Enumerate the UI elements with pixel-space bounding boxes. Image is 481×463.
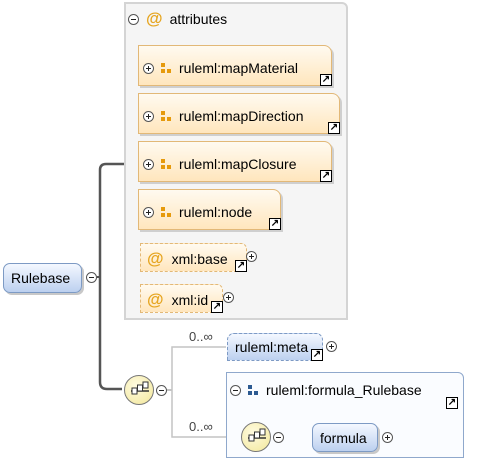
formula-element[interactable]: formula (312, 423, 378, 452)
link-arrow-icon[interactable]: ↗ (320, 74, 332, 86)
attribute-mapmaterial[interactable]: ruleml:mapMaterial ↗ (138, 45, 332, 86)
formula-sequence-compositor-icon[interactable] (241, 422, 271, 452)
link-arrow-icon[interactable]: ↗ (235, 260, 247, 272)
link-arrow-icon[interactable]: ↗ (320, 170, 332, 182)
attributes-branch-line (98, 162, 124, 277)
rulebase-collapse-icon[interactable] (86, 272, 97, 283)
formula-expand-icon[interactable] (382, 432, 393, 443)
attribute-label: ruleml:mapClosure (179, 156, 297, 172)
expand-icon[interactable] (143, 158, 154, 170)
meta-cardinality: 0..∞ (189, 329, 213, 344)
meta-label: ruleml:meta (235, 339, 309, 355)
formula-group-cardinality: 0..∞ (189, 419, 213, 434)
group-ref-icon (248, 384, 259, 396)
sequence-compositor-icon[interactable] (124, 375, 154, 405)
link-arrow-icon[interactable]: ↗ (328, 122, 340, 134)
formula-rulebase-header: ruleml:formula_Rulebase (230, 382, 422, 398)
attribute-label: xml:base (171, 251, 228, 267)
attribute-label: xml:id (171, 292, 209, 308)
meta-expand-icon[interactable] (326, 341, 337, 352)
rulebase-label: Rulebase (11, 270, 71, 286)
attribute-mapdirection[interactable]: ruleml:mapDirection ↗ (138, 93, 340, 134)
link-arrow-icon[interactable]: ↗ (311, 349, 323, 361)
sequence-compositor-glyph (131, 381, 149, 395)
attributes-group-label: attributes (169, 11, 228, 27)
attribute-xml-id[interactable]: @ xml:id ↗ (140, 284, 223, 313)
attribute-ref-icon (161, 110, 172, 122)
attributes-group-header: @ attributes (128, 9, 227, 29)
attribute-label: ruleml:mapMaterial (179, 60, 299, 76)
attribute-at-icon: @ (146, 9, 163, 28)
attribute-ref-icon (161, 62, 172, 74)
xml-base-expand-icon[interactable] (246, 251, 257, 262)
attribute-ref-icon (161, 206, 172, 218)
formula-label: formula (320, 429, 367, 446)
sequence-collapse-icon[interactable] (156, 385, 167, 396)
attribute-label: ruleml:node (179, 204, 253, 220)
attribute-mapclosure[interactable]: ruleml:mapClosure ↗ (138, 141, 332, 182)
formula-group-collapse-icon[interactable] (230, 384, 241, 396)
expand-icon[interactable] (143, 62, 154, 74)
formula-rulebase-label: ruleml:formula_Rulebase (266, 382, 422, 398)
formula-sequence-collapse-icon[interactable] (273, 432, 284, 443)
meta-branch-line (171, 346, 226, 390)
attribute-xml-base[interactable]: @ xml:base ↗ (140, 243, 247, 272)
attribute-label: ruleml:mapDirection (179, 108, 304, 124)
sequence-branch-line (98, 277, 122, 391)
attribute-ref-icon (161, 158, 172, 170)
attributes-collapse-icon[interactable] (128, 13, 139, 25)
link-arrow-icon[interactable]: ↗ (211, 301, 223, 313)
rulebase-element[interactable]: Rulebase (3, 263, 82, 293)
attribute-at-icon: @ (147, 249, 164, 268)
expand-icon[interactable] (143, 206, 154, 218)
link-arrow-icon[interactable]: ↗ (446, 397, 458, 409)
link-arrow-icon[interactable]: ↗ (269, 218, 281, 230)
attribute-at-icon: @ (147, 290, 164, 309)
attribute-node[interactable]: ruleml:node ↗ (138, 189, 281, 230)
formula-branch-line (171, 390, 226, 438)
expand-icon[interactable] (143, 110, 154, 122)
sequence-compositor-glyph (248, 428, 266, 442)
meta-element[interactable]: ruleml:meta ↗ (227, 333, 323, 361)
xml-id-expand-icon[interactable] (223, 292, 234, 303)
